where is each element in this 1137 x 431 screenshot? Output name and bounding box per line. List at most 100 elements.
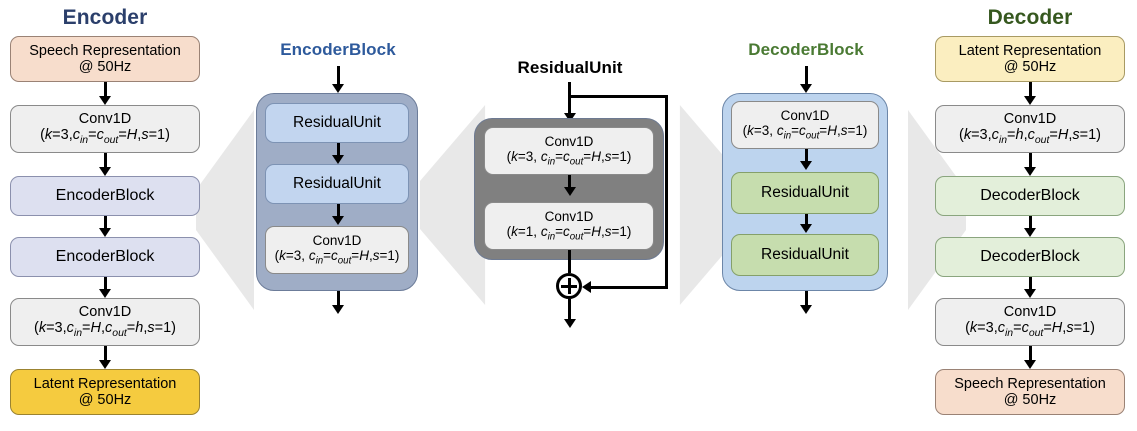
arrow-head [1024,96,1036,105]
arrow-head [1024,228,1036,237]
arrow-head [332,155,344,164]
box-line-2: @ 50Hz [78,59,132,75]
arrow-line [1028,277,1032,293]
arrow-head [99,289,111,298]
arrow-head-left [582,280,591,293]
arrow-line [103,153,107,171]
residual-output-line [568,299,571,323]
box-line-2: (k=3,cin=h,cout=H,s=1) [959,127,1101,147]
box-line-1: ResidualUnit [293,175,381,193]
box-line-1: Conv1D [544,208,594,224]
box-line-2: (k=3,cin=H,cout=h,s=1) [34,320,176,340]
box-line-1: Speech Representation [29,42,181,59]
box-line-1: Conv1D [312,232,362,248]
arrow-line [804,214,808,228]
arrow-line [804,149,808,165]
arrow-line [1028,82,1032,100]
decoder-decoderblock-2-box[interactable]: DecoderBlock [935,237,1125,277]
arrow-head [1024,360,1036,369]
arrow-line [1028,216,1032,232]
encoderblock-conv1d-box: Conv1D (k=3, cin=cout=H,s=1) [265,226,409,274]
arrow-head [99,360,111,369]
arrow-line-in [336,66,340,88]
residual-skip-bottom-line [588,285,668,289]
encoderblock-residualunit-1-box[interactable]: ResidualUnit [265,103,409,143]
box-line-1: EncoderBlock [55,187,155,205]
residual-skip-right-line [665,95,668,287]
box-line-2: (k=3, cin=cout=H,s=1) [274,247,400,267]
decoderblock-residualunit-1-box[interactable]: ResidualUnit [731,172,879,214]
arrow-head [332,216,344,225]
decoder-speech-representation-box: Speech Representation @ 50Hz [935,369,1125,415]
box-line-2: @ 50Hz [78,392,132,408]
arrow-head [332,84,344,93]
decoderblock-residualunit-2-box[interactable]: ResidualUnit [731,234,879,276]
box-line-2: (k=3,cin=cout=H,s=1) [965,320,1095,340]
arrow-head [800,224,812,233]
box-line-1: EncoderBlock [55,248,155,266]
decoder-latent-representation-box: Latent Representation @ 50Hz [935,36,1125,82]
box-line-2: (k=1, cin=cout=H,s=1) [506,223,632,243]
encoder-encoderblock-1-box[interactable]: EncoderBlock [10,176,200,216]
arrow-head [563,113,576,122]
arrow-head [1024,167,1036,176]
residualunit-conv1d-k1-box: Conv1D (k=1, cin=cout=H,s=1) [484,202,654,250]
decoder-block-title: DecoderBlock [748,40,864,59]
arrow-line [103,346,107,364]
encoderblock-residualunit-2-box[interactable]: ResidualUnit [265,164,409,204]
arrow-head [332,305,344,314]
box-line-1: Conv1D [1003,111,1057,128]
box-line-2: (k=3, cin=cout=H,s=1) [742,122,868,142]
residual-sum-icon [556,273,582,299]
arrow-line [103,82,107,100]
encoder-block-title: EncoderBlock [280,40,396,59]
arrow-head [563,319,576,328]
arrow-line-in [804,66,808,88]
box-line-1: ResidualUnit [761,246,849,264]
arrow-head [800,305,812,314]
encoder-encoderblock-2-box[interactable]: EncoderBlock [10,237,200,277]
arrow-head [99,96,111,105]
arrow-line-out [804,291,808,309]
arrow-head [99,167,111,176]
arrow-line [103,277,107,293]
box-line-1: ResidualUnit [761,184,849,202]
box-line-1: DecoderBlock [980,248,1080,266]
box-line-1: Latent Representation [33,375,177,392]
arrow-line [103,216,107,232]
arrow-head [563,187,576,196]
box-line-1: Conv1D [78,304,132,321]
arrow-line [1028,346,1032,364]
encoder-latent-representation-box: Latent Representation @ 50Hz [10,369,200,415]
arrow-line [568,175,571,191]
box-line-2: (k=3, cin=cout=H,s=1) [506,148,632,168]
box-line-1: ResidualUnit [293,114,381,132]
box-line-1: Conv1D [1003,304,1057,321]
arrow-head [1024,289,1036,298]
residual-input-line [568,82,571,120]
decoder-conv1d-2-box: Conv1D (k=3,cin=cout=H,s=1) [935,298,1125,346]
box-line-1: Speech Representation [954,375,1106,392]
decoder-conv1d-1-box: Conv1D (k=3,cin=h,cout=H,s=1) [935,105,1125,153]
decoderblock-conv1d-box: Conv1D (k=3, cin=cout=H,s=1) [731,101,879,149]
box-line-1: DecoderBlock [980,187,1080,205]
residual-skip-top-line [568,95,668,98]
residual-unit-title: ResidualUnit [517,58,623,77]
box-line-1: Conv1D [544,133,594,149]
encoder-speech-representation-box: Speech Representation @ 50Hz [10,36,200,82]
encoder-conv1d-2-box: Conv1D (k=3,cin=H,cout=h,s=1) [10,298,200,346]
arrow-line-out [336,291,340,309]
box-line-1: Conv1D [78,111,132,128]
box-line-2: (k=3,cin=cout=H,s=1) [40,127,170,147]
decoder-decoderblock-1-box[interactable]: DecoderBlock [935,176,1125,216]
arrow-line [1028,153,1032,171]
residualunit-conv1d-k3-box: Conv1D (k=3, cin=cout=H,s=1) [484,127,654,175]
box-line-2: @ 50Hz [1003,392,1057,408]
box-line-1: Conv1D [780,107,830,123]
arrow-head [800,84,812,93]
arrow-line [336,204,340,220]
arrow-head [800,161,812,170]
encoder-conv1d-1-box: Conv1D (k=3,cin=cout=H,s=1) [10,105,200,153]
encoder-title: Encoder [62,6,148,29]
